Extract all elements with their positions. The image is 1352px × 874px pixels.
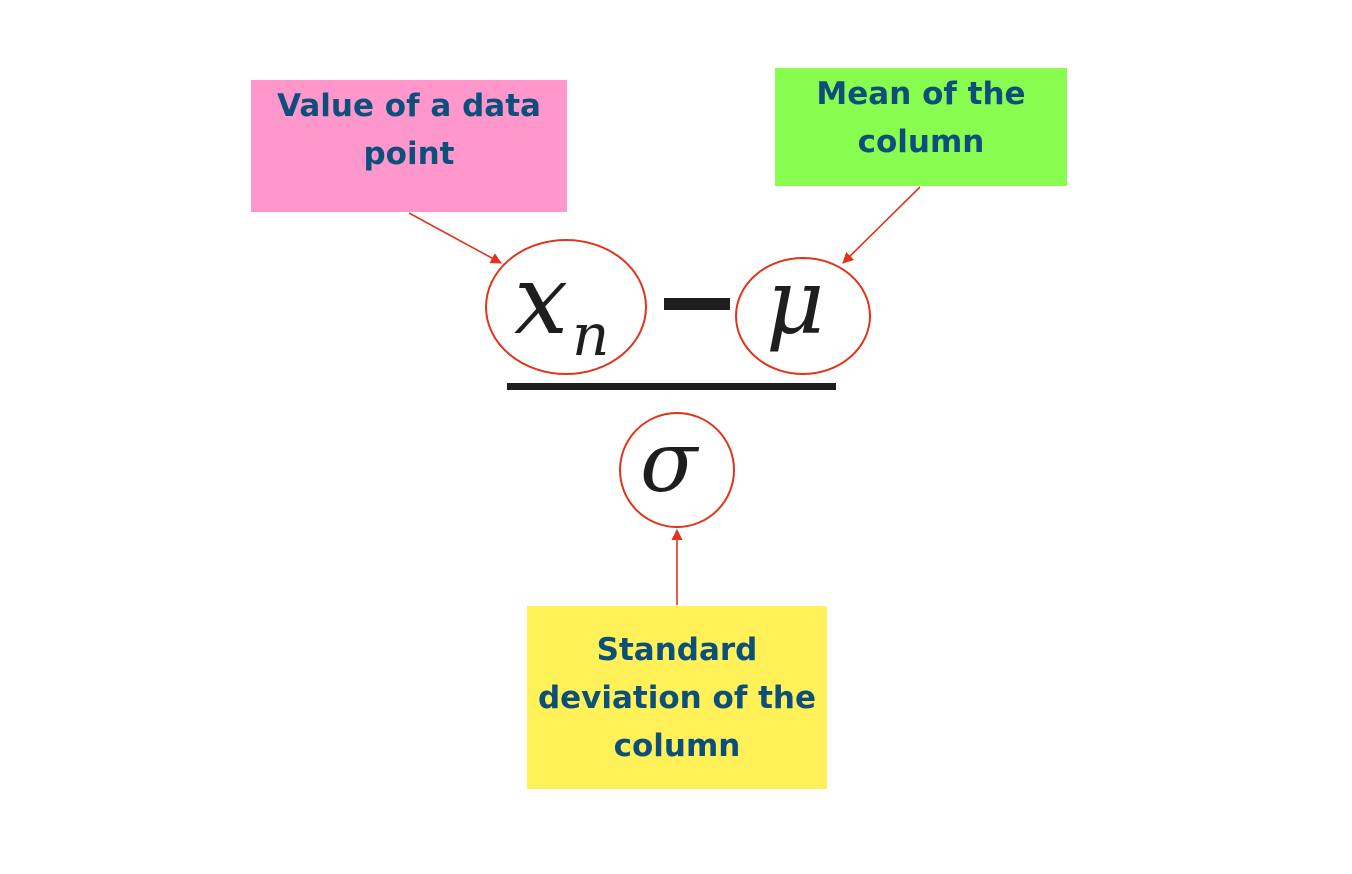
fraction-bar — [507, 383, 836, 390]
value-label-text: Value of a data point — [277, 88, 541, 172]
std-label-box: Standard deviation of the column — [527, 606, 827, 789]
minus-sign — [664, 298, 730, 310]
value-label-box: Value of a data point — [251, 80, 567, 212]
circle-mu — [735, 257, 871, 375]
mean-label-text: Mean of the column — [816, 76, 1026, 160]
symbol-sigma: σ — [640, 413, 698, 511]
symbol-n-subscript: n — [572, 301, 610, 369]
arrow-value — [408, 212, 502, 264]
arrow-mean — [842, 186, 921, 264]
symbol-x: x — [514, 244, 569, 356]
circle-sigma — [619, 412, 735, 528]
mean-label-box: Mean of the column — [775, 68, 1067, 186]
symbol-mu: μ — [766, 250, 825, 355]
circle-xn — [485, 239, 647, 375]
std-label-text: Standard deviation of the column — [537, 631, 817, 764]
